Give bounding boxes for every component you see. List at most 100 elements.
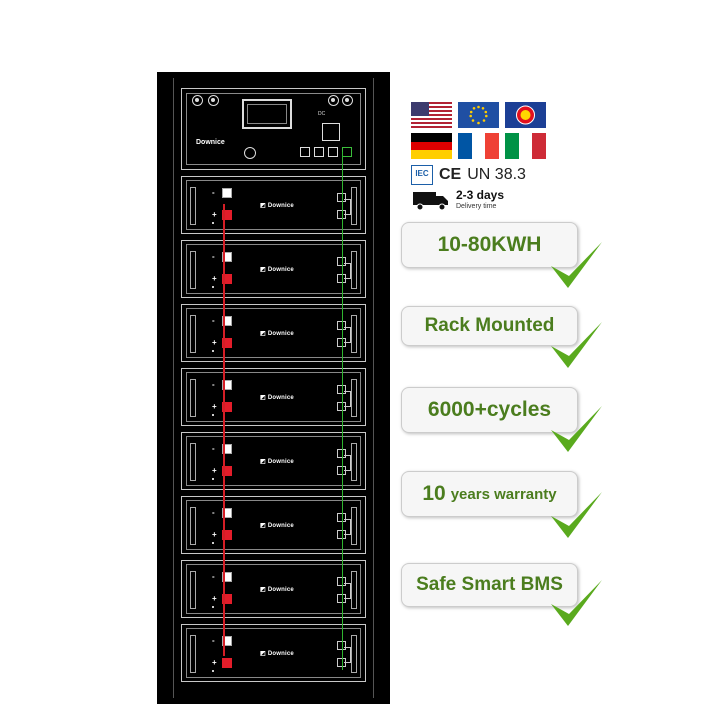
port-link: [344, 583, 351, 599]
controller-display: [242, 99, 292, 129]
checkmark-icon: [551, 492, 602, 538]
iec-logo: IEC: [411, 165, 433, 185]
negative-terminal-icon: [222, 444, 232, 454]
negative-sign: -: [212, 316, 215, 325]
eu-flag: [458, 102, 499, 128]
checkmark-icon: [551, 580, 602, 626]
comm-port-icon: [337, 321, 346, 330]
comm-port-icon: [337, 193, 346, 202]
breaker-switch-icon: [322, 123, 340, 141]
delivery-caption: Delivery time: [456, 203, 497, 210]
module-handle: [190, 635, 196, 673]
positive-terminal-icon: [222, 338, 232, 348]
positive-terminal-icon: [222, 658, 232, 668]
module-handle: [351, 571, 357, 609]
positive-sign: +: [212, 210, 217, 219]
comm-port-icon: [337, 641, 346, 650]
checkmark-icon: [551, 322, 602, 368]
us-flag: [411, 102, 452, 128]
feature-label: Rack Mounted: [424, 315, 555, 336]
battery-module: - + Downice: [181, 624, 366, 682]
feature-label-number: 10: [422, 482, 446, 505]
checkmark-icon: [551, 406, 602, 452]
positive-sign: +: [212, 338, 217, 347]
module-brand: Downice: [260, 650, 294, 657]
feature-label: Safe Smart BMS: [416, 574, 563, 595]
battery-module: -+Downice: [181, 496, 366, 554]
negative-terminal-icon: [222, 508, 232, 518]
module-brand: Downice: [260, 522, 294, 529]
port-link: [344, 647, 351, 663]
power-button-icon: [244, 147, 256, 159]
battery-module: -+Downice: [181, 176, 366, 234]
indicator-dot: [212, 670, 214, 672]
battery-module: -+Downice: [181, 368, 366, 426]
positive-terminal-icon: [222, 466, 232, 476]
module-handle: [190, 443, 196, 481]
indicator-dot: [212, 542, 214, 544]
comm-port-icon: [300, 147, 310, 157]
positive-sign: +: [212, 594, 217, 603]
indicator-dot: [212, 350, 214, 352]
comm-port-icon: [337, 513, 346, 522]
negative-sign: -: [212, 572, 215, 581]
positive-terminal-icon: [222, 210, 232, 220]
breaker-knob-icon: [342, 95, 353, 106]
feature-badge-warranty: 10 years warranty: [401, 471, 578, 517]
module-brand: Downice: [260, 202, 294, 209]
italy-flag: [505, 133, 546, 159]
positive-terminal-icon: [222, 402, 232, 412]
feature-badge-cycles: 6000+cycles: [401, 387, 578, 433]
negative-sign: -: [212, 636, 215, 645]
battery-module: -+Downice: [181, 432, 366, 490]
series-power-cable: [223, 204, 225, 656]
positive-sign: +: [212, 530, 217, 539]
controller-brand: Downice: [196, 139, 225, 146]
checkmark-icon: [551, 242, 602, 288]
indicator-dot: [212, 286, 214, 288]
module-brand: Downice: [260, 458, 294, 465]
module-handle: [351, 379, 357, 417]
negative-sign: -: [212, 252, 215, 261]
feature-badge-capacity: 10-80KWH: [401, 222, 578, 268]
negative-terminal-icon: [222, 380, 232, 390]
germany-flag: [411, 133, 452, 159]
port-link: [344, 263, 351, 279]
positive-sign: +: [212, 658, 217, 667]
comm-port-icon: [342, 147, 352, 157]
breaker-knob-icon: [208, 95, 219, 106]
delivery-days: 2-3 days: [456, 188, 505, 202]
module-brand: Downice: [260, 330, 294, 337]
module-handle: [351, 187, 357, 225]
breaker-knob-icon: [192, 95, 203, 106]
negative-sign: -: [212, 380, 215, 389]
module-handle: [351, 315, 357, 353]
negative-terminal-icon: [222, 572, 232, 582]
negative-terminal-icon: [222, 188, 232, 198]
module-handle: [190, 571, 196, 609]
module-handle: [190, 379, 196, 417]
asean-flag: [505, 102, 546, 128]
delivery-info: 2-3 days Delivery time: [411, 189, 504, 211]
module-brand: Downice: [260, 394, 294, 401]
positive-terminal-icon: [222, 274, 232, 284]
controller-dc-label: DC: [318, 111, 326, 117]
france-flag: [458, 133, 499, 159]
module-handle: [351, 251, 357, 289]
negative-terminal-icon: [222, 252, 232, 262]
module-handle: [351, 507, 357, 545]
comm-port-icon: [337, 257, 346, 266]
communication-cable: [342, 152, 343, 670]
battery-module: -+Downice: [181, 560, 366, 618]
indicator-dot: [212, 478, 214, 480]
truck-icon: [411, 189, 451, 211]
comm-port-icon: [337, 449, 346, 458]
certifications-row: IEC CE UN 38.3: [411, 164, 526, 186]
feature-label: years warranty: [450, 485, 557, 503]
feature-label: 6000+cycles: [427, 398, 552, 421]
indicator-dot: [212, 222, 214, 224]
rack-rail-left: [173, 78, 174, 698]
negative-terminal-icon: [222, 316, 232, 326]
comm-port-icon: [328, 147, 338, 157]
negative-terminal-icon: [222, 636, 232, 646]
